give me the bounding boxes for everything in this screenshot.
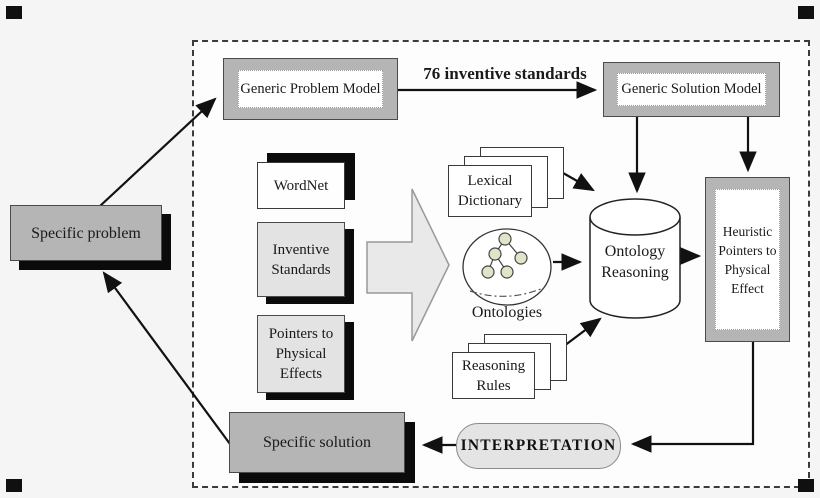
heuristic-pointers-box: Heuristic Pointers to Physical Effect: [705, 177, 790, 342]
ontology-reasoning-label: Ontology Reasoning: [601, 243, 669, 281]
generic-solution-model-label: Generic Solution Model: [617, 73, 766, 106]
pointers-physical-effects-box: Pointers to Physical Effects: [257, 315, 345, 393]
arrow-specific-solution-to-specific-problem: [102, 271, 231, 445]
ontologies-globe-icon: [462, 228, 552, 306]
ontology-reasoning-cylinder-icon: [589, 198, 681, 319]
corner-mark-top-left: [6, 6, 22, 19]
corner-mark-top-right: [798, 6, 814, 19]
arrow-specific-problem-to-generic-problem-model: [99, 97, 217, 207]
inventive-standards-box: Inventive Standards: [257, 222, 345, 297]
heuristic-pointers-label: Heuristic Pointers to Physical Effect: [715, 189, 780, 330]
generic-solution-model-box: Generic Solution Model: [603, 62, 780, 117]
specific-solution-box: Specific solution: [229, 412, 405, 473]
corner-mark-bottom-right: [798, 479, 814, 492]
standards-arrow-label: 76 inventive standards: [423, 64, 587, 83]
corner-mark-bottom-left: [6, 479, 22, 492]
arrow-heuristic-to-interpretation: [630, 342, 755, 453]
lexical-dictionary-box: Lexical Dictionary: [448, 165, 532, 217]
transform-block-arrow-icon: [366, 188, 450, 342]
generic-problem-model-box: Generic Problem Model: [223, 58, 398, 120]
specific-problem-box: Specific problem: [10, 205, 162, 261]
ontologies-label: Ontologies: [471, 304, 543, 321]
reasoning-rules-box: Reasoning Rules: [452, 352, 535, 399]
generic-problem-model-label: Generic Problem Model: [238, 70, 383, 108]
wordnet-box: WordNet: [257, 162, 345, 209]
interpretation-stadium: INTERPRETATION: [456, 423, 621, 469]
